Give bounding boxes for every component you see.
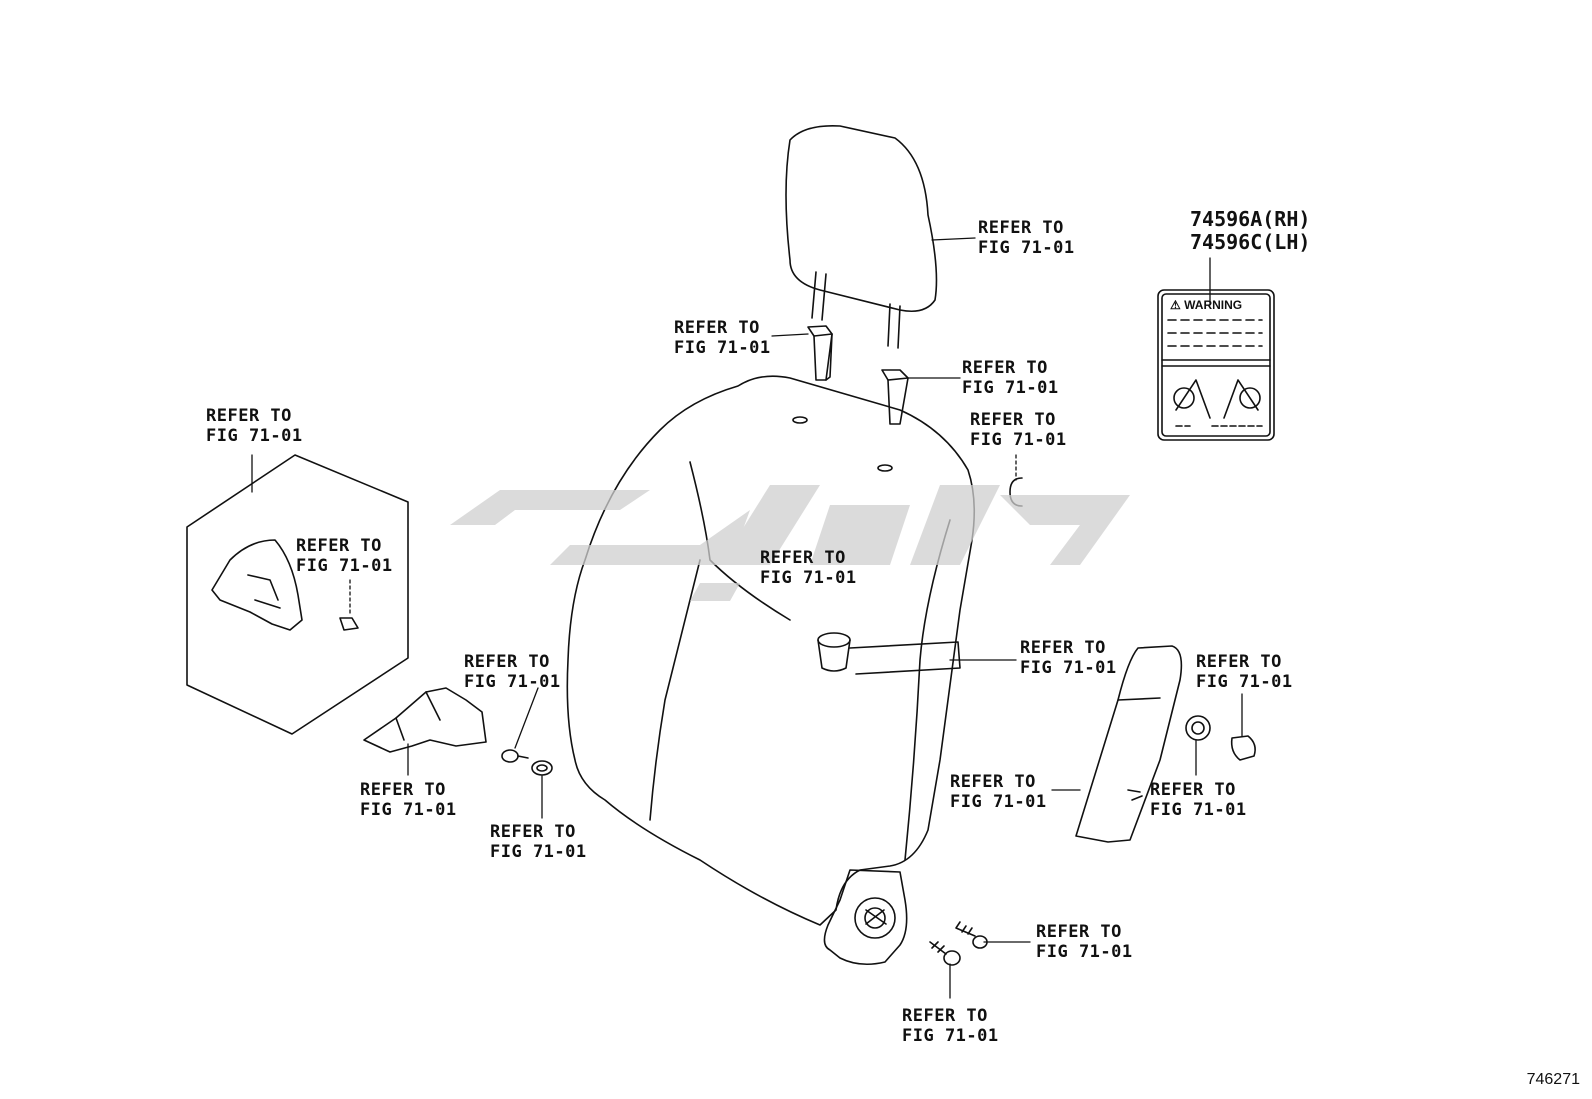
warning-triangle-icon: ⚠ (1170, 298, 1181, 312)
belt-guide-strap (817, 632, 961, 675)
bolt-bottom (929, 941, 961, 966)
headrest-support-left (807, 325, 833, 381)
part-number-rh: 74596A(RH) (1190, 207, 1311, 231)
headrest-support-right (881, 369, 909, 425)
bracket-left (363, 687, 487, 753)
warning-label-card (1157, 289, 1275, 441)
part-number-block: 74596A(RH) 74596C(LH) (1190, 208, 1310, 254)
washer-left (531, 760, 553, 776)
headrest (785, 124, 938, 349)
part-number-lh: 74596C(LH) (1190, 230, 1311, 254)
screw-right (955, 921, 988, 949)
side-trim-panel (1075, 645, 1183, 843)
nut-ring (1185, 715, 1211, 741)
hex-group (186, 454, 409, 735)
watermark-logo (450, 485, 1130, 601)
cap-nut (1230, 735, 1256, 761)
illustration-number: 746271 (1526, 1071, 1580, 1088)
leader-lines (251, 237, 1243, 999)
nut-small (501, 749, 529, 763)
warning-label-title: ⚠ WARNING (1170, 298, 1243, 312)
